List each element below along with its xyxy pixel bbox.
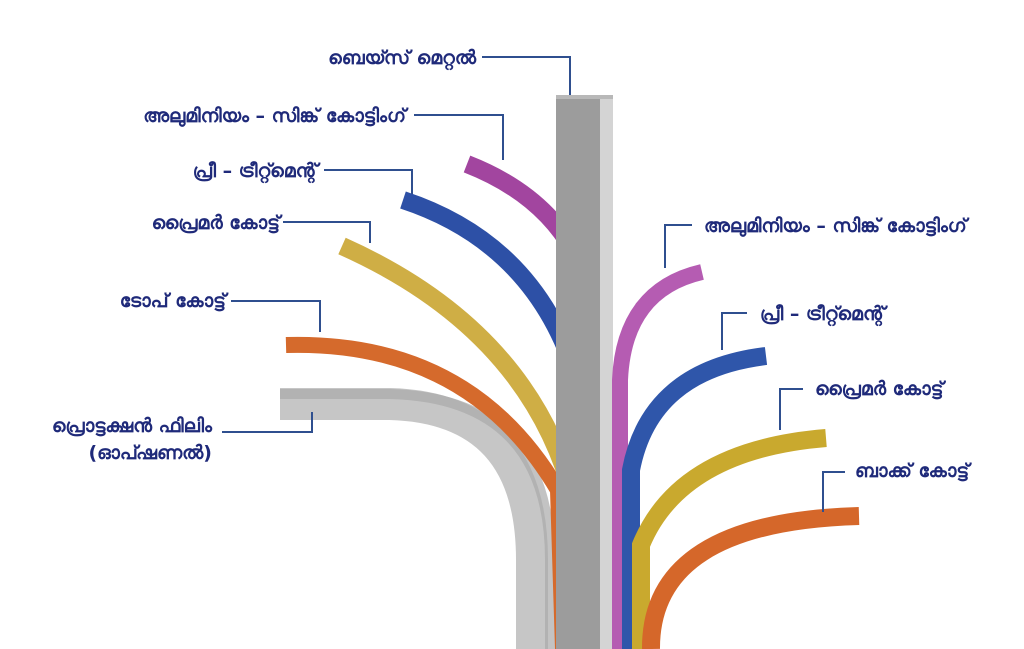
leader-pre-treatment-right bbox=[721, 312, 747, 350]
label-primer-right: പ്രൈമർ കോട്ട് bbox=[815, 378, 947, 400]
leader-primer-left bbox=[283, 221, 371, 243]
label-primer-left: പ്രൈമർ കോട്ട് bbox=[152, 212, 284, 234]
leader-al-zinc-right bbox=[664, 224, 692, 268]
base-metal-bar-top bbox=[556, 95, 613, 99]
leader-base-metal bbox=[482, 56, 571, 95]
leader-pre-treatment-left bbox=[324, 169, 413, 194]
leader-al-zinc-left bbox=[414, 114, 504, 160]
pre-treatment-layer-right bbox=[622, 347, 768, 649]
top-coat-layer-left bbox=[285, 336, 571, 649]
label-protection-film: പ്രൊട്ടക്ഷൻ ഫിലിം bbox=[52, 415, 213, 437]
protection-film-layer bbox=[280, 388, 548, 649]
leader-back-coat bbox=[822, 471, 845, 512]
primer-layer-right bbox=[632, 429, 827, 649]
back-coat-layer bbox=[641, 507, 860, 649]
aluminium-zinc-layer-right bbox=[612, 264, 704, 649]
leader-protection-film bbox=[222, 412, 313, 433]
leader-top-coat bbox=[231, 300, 321, 332]
label-al-zinc-left: അലുമിനിയം – സിങ്ക് കോട്ടിംഗ് bbox=[143, 105, 409, 128]
label-al-zinc-right: അലുമിനിയം – സിങ്ക് കോട്ടിംഗ് bbox=[704, 215, 970, 238]
base-metal-bar bbox=[556, 95, 600, 649]
label-top-coat: ടോപ് കോട്ട് bbox=[120, 290, 230, 312]
label-base-metal: ബെയ്സ് മെറ്റൽ bbox=[328, 47, 477, 71]
label-pre-treatment-right: പ്രീ – ട്രീറ്റ്മെന്റ് bbox=[760, 303, 889, 327]
label-pre-treatment-left: പ്രീ – ട്രീറ്റ്മെന്റ് bbox=[193, 160, 322, 184]
label-protection-film-optional: (ഓപ്ഷണൽ) bbox=[88, 442, 212, 464]
label-back-coat: ബാക്ക് കോട്ട് bbox=[855, 460, 973, 482]
base-metal-bar-face bbox=[600, 95, 613, 649]
leader-primer-right bbox=[779, 388, 803, 430]
